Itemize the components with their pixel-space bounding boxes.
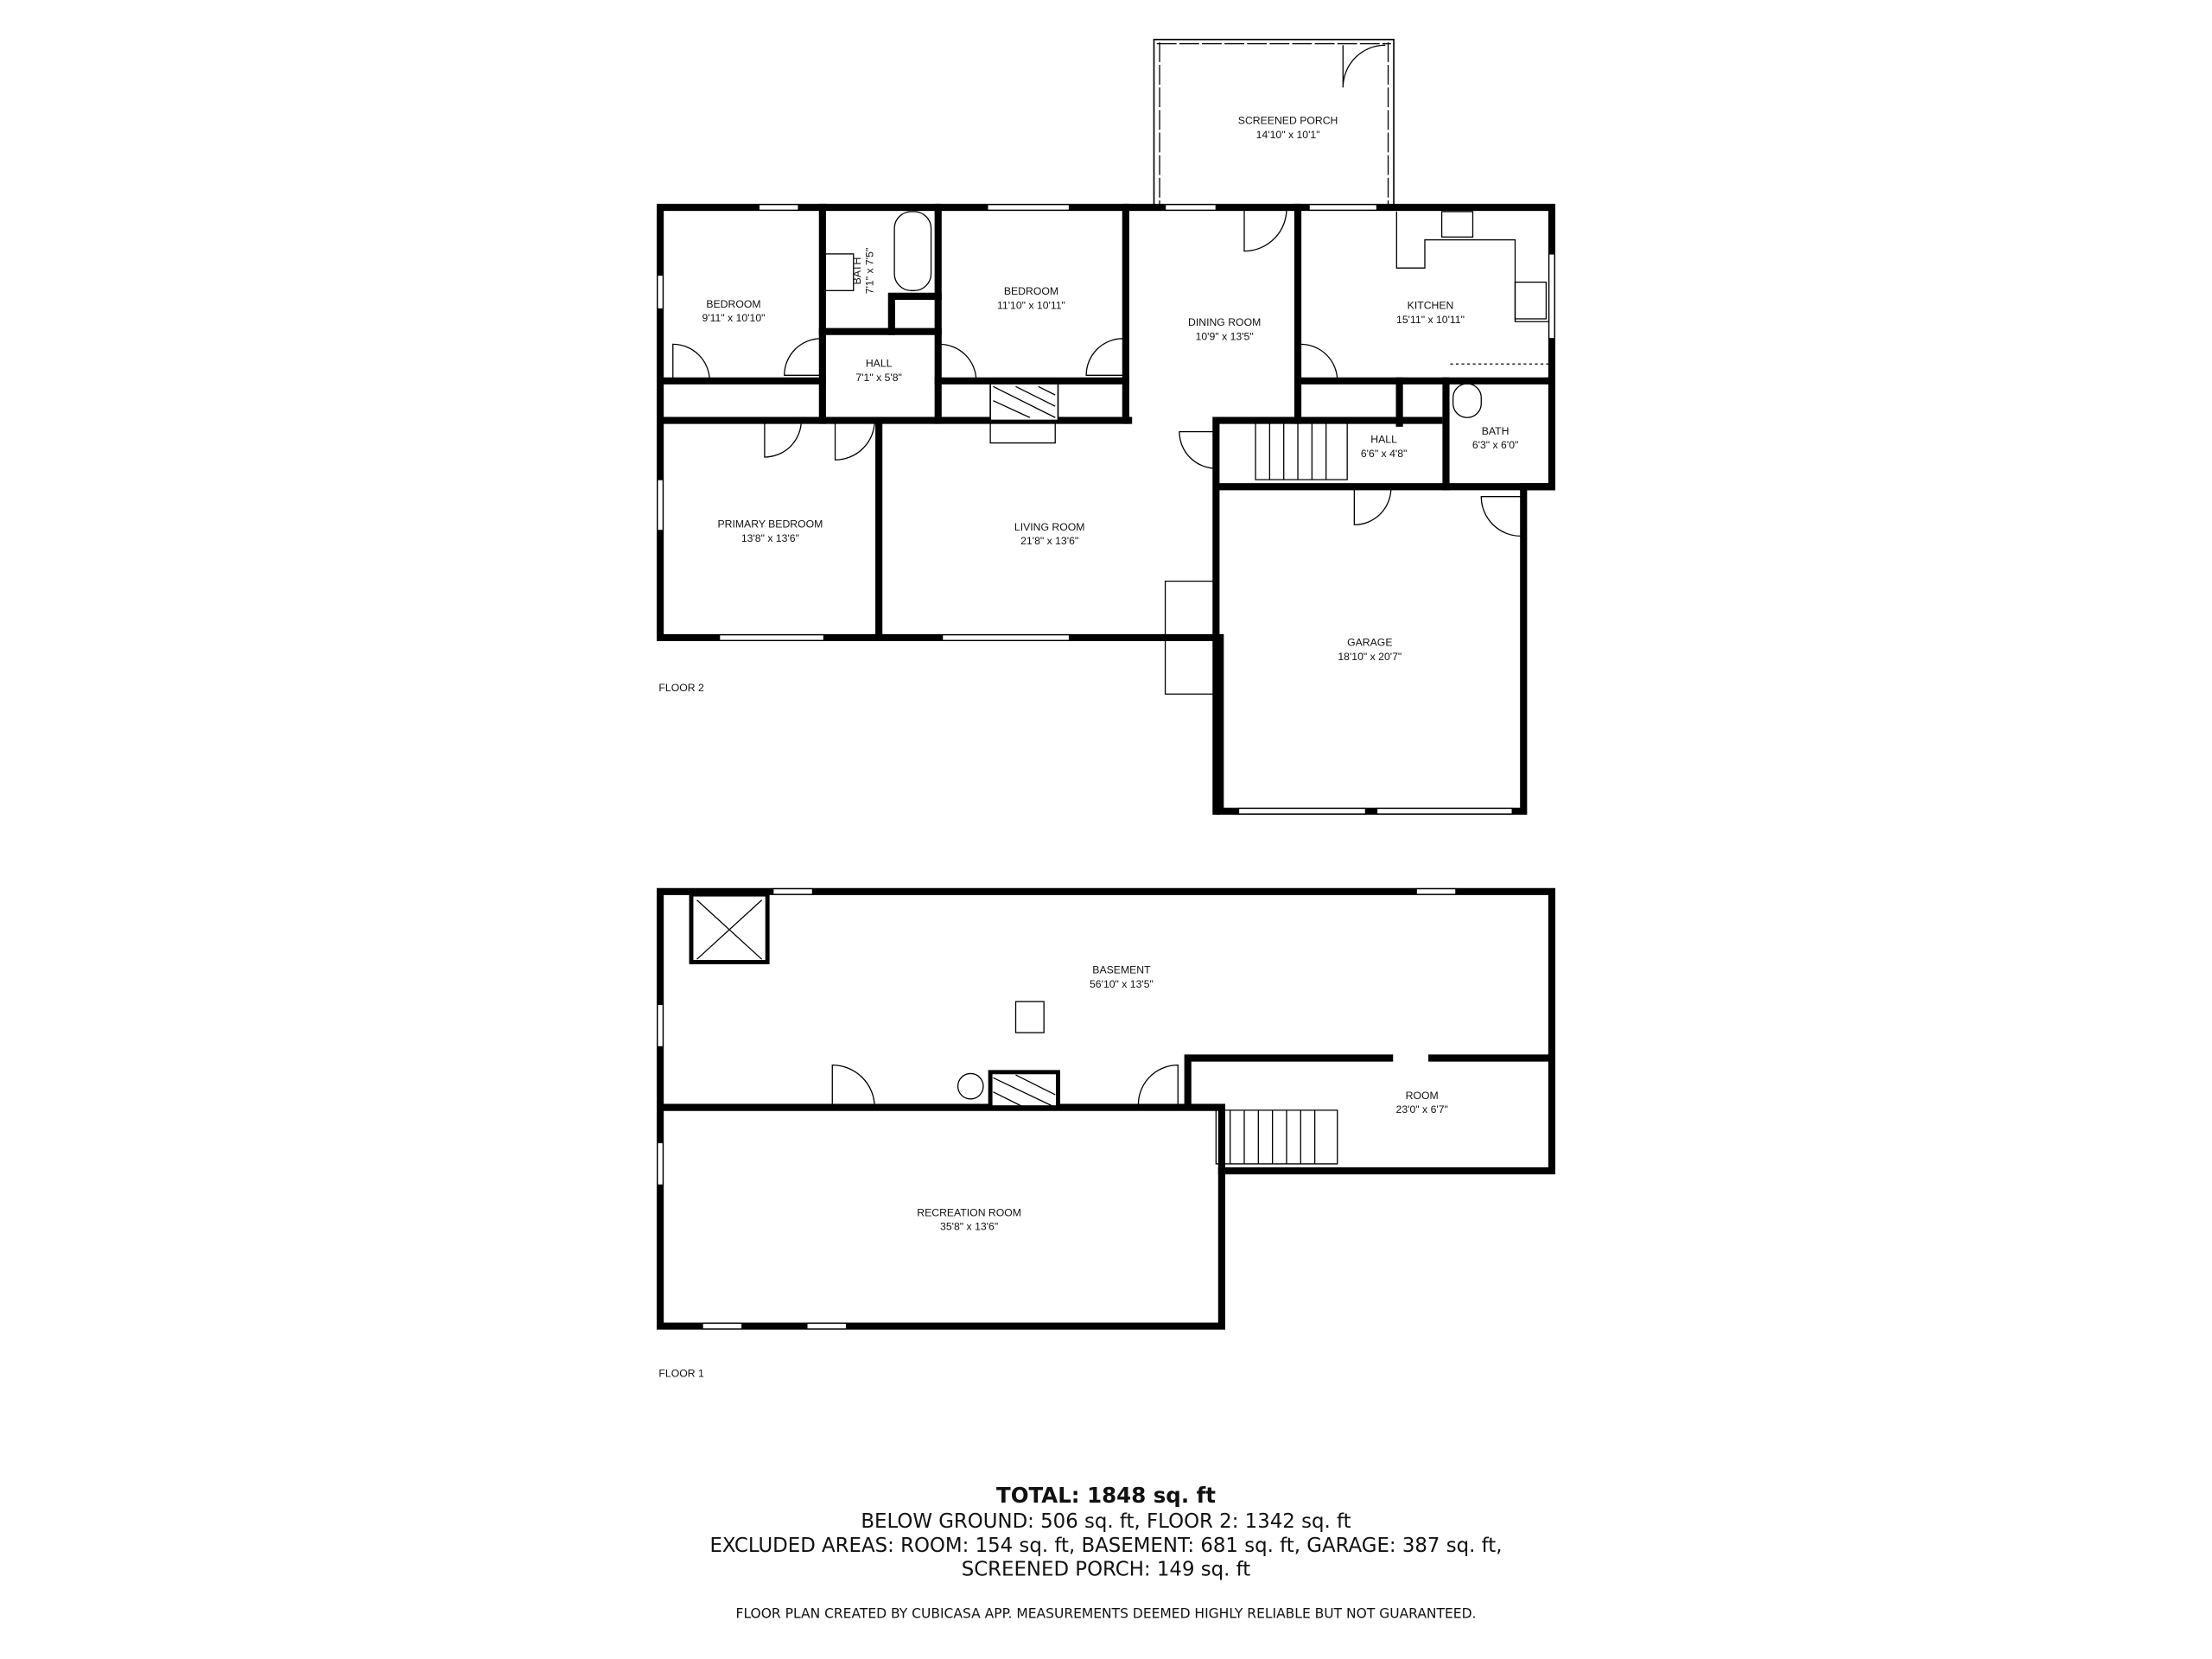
room-name: DINING ROOM [1188, 316, 1261, 328]
room-size: 6'6" x 4'8" [1361, 448, 1408, 460]
room-size: 13'8" x 13'6" [741, 532, 799, 544]
floor-1-label: FLOOR 1 [658, 1367, 704, 1379]
room-size: 7'1" x 5'8" [855, 372, 902, 384]
floor-1-windows [657, 887, 1457, 1330]
room-size: 56'10" x 13'5" [1090, 978, 1154, 990]
room-name: GARAGE [1347, 637, 1392, 649]
room-size: 7'1" x 7'5" [864, 248, 876, 295]
room-name: PRIMARY BEDROOM [717, 518, 823, 531]
floor-2-interior-walls [657, 203, 1555, 815]
floor-1-interior-walls [657, 892, 1555, 1175]
room-name: LIVING ROOM [1014, 521, 1085, 533]
below-ground-area: BELOW GROUND: 506 sq. ft, FLOOR 2: 1342 … [861, 1510, 1351, 1533]
room-size: 10'9" x 13'5" [1196, 330, 1254, 342]
floor-1-doors [831, 1064, 1179, 1108]
floor-2-outer-walls [657, 203, 1555, 815]
room-name: ROOM [1406, 1090, 1439, 1102]
excluded-areas-cont: SCREENED PORCH: 149 sq. ft [962, 1559, 1251, 1581]
room-name: BEDROOM [1004, 285, 1058, 297]
room-name: BASEMENT [1092, 964, 1151, 976]
floor-1-labels: BASEMENT 56'10" x 13'5" ROOM 23'0" x 6'7… [658, 964, 1447, 1380]
excluded-areas: EXCLUDED AREAS: ROOM: 154 sq. ft, BASEME… [709, 1535, 1502, 1557]
floor-1-plan: BASEMENT 56'10" x 13'5" ROOM 23'0" x 6'7… [657, 887, 1555, 1380]
room-name: SCREENED PORCH [1238, 115, 1338, 127]
room-name: KITCHEN [1408, 300, 1454, 312]
room-size: 23'0" x 6'7" [1396, 1103, 1448, 1116]
room-size: 15'11" x 10'11" [1396, 314, 1465, 326]
room-size: 11'10" x 10'11" [997, 300, 1065, 312]
room-name: BATH [851, 257, 863, 285]
room-size: 21'8" x 13'6" [1020, 535, 1078, 547]
room-name: HALL [1370, 434, 1397, 446]
floor-2-label: FLOOR 2 [658, 682, 704, 694]
floor-2-doors [672, 207, 1522, 695]
room-name: BATH [1482, 425, 1510, 437]
room-size: 14'10" x 10'1" [1256, 129, 1320, 141]
floor-2-fixtures [824, 211, 1549, 480]
floor-2-labels: SCREENED PORCH 14'10" x 10'1" BEDROOM 9'… [658, 115, 1518, 694]
room-name: BEDROOM [706, 298, 760, 310]
total-area: TOTAL: 1848 sq. ft [996, 1483, 1216, 1508]
room-size: 9'11" x 10'10" [702, 312, 765, 324]
room-name: RECREATION ROOM [917, 1206, 1021, 1218]
room-size: 35'8" x 13'6" [940, 1221, 998, 1233]
disclaimer: FLOOR PLAN CREATED BY CUBICASA APP. MEAS… [736, 1606, 1477, 1622]
room-size: 6'3" x 6'0" [1472, 439, 1519, 451]
floor-2-windows [657, 204, 1555, 815]
room-name: HALL [866, 357, 893, 369]
area-summary: TOTAL: 1848 sq. ft BELOW GROUND: 506 sq.… [709, 1483, 1502, 1622]
room-size: 18'10" x 20'7" [1338, 651, 1402, 663]
floor-2-plan: SCREENED PORCH 14'10" x 10'1" BEDROOM 9'… [657, 38, 1555, 815]
